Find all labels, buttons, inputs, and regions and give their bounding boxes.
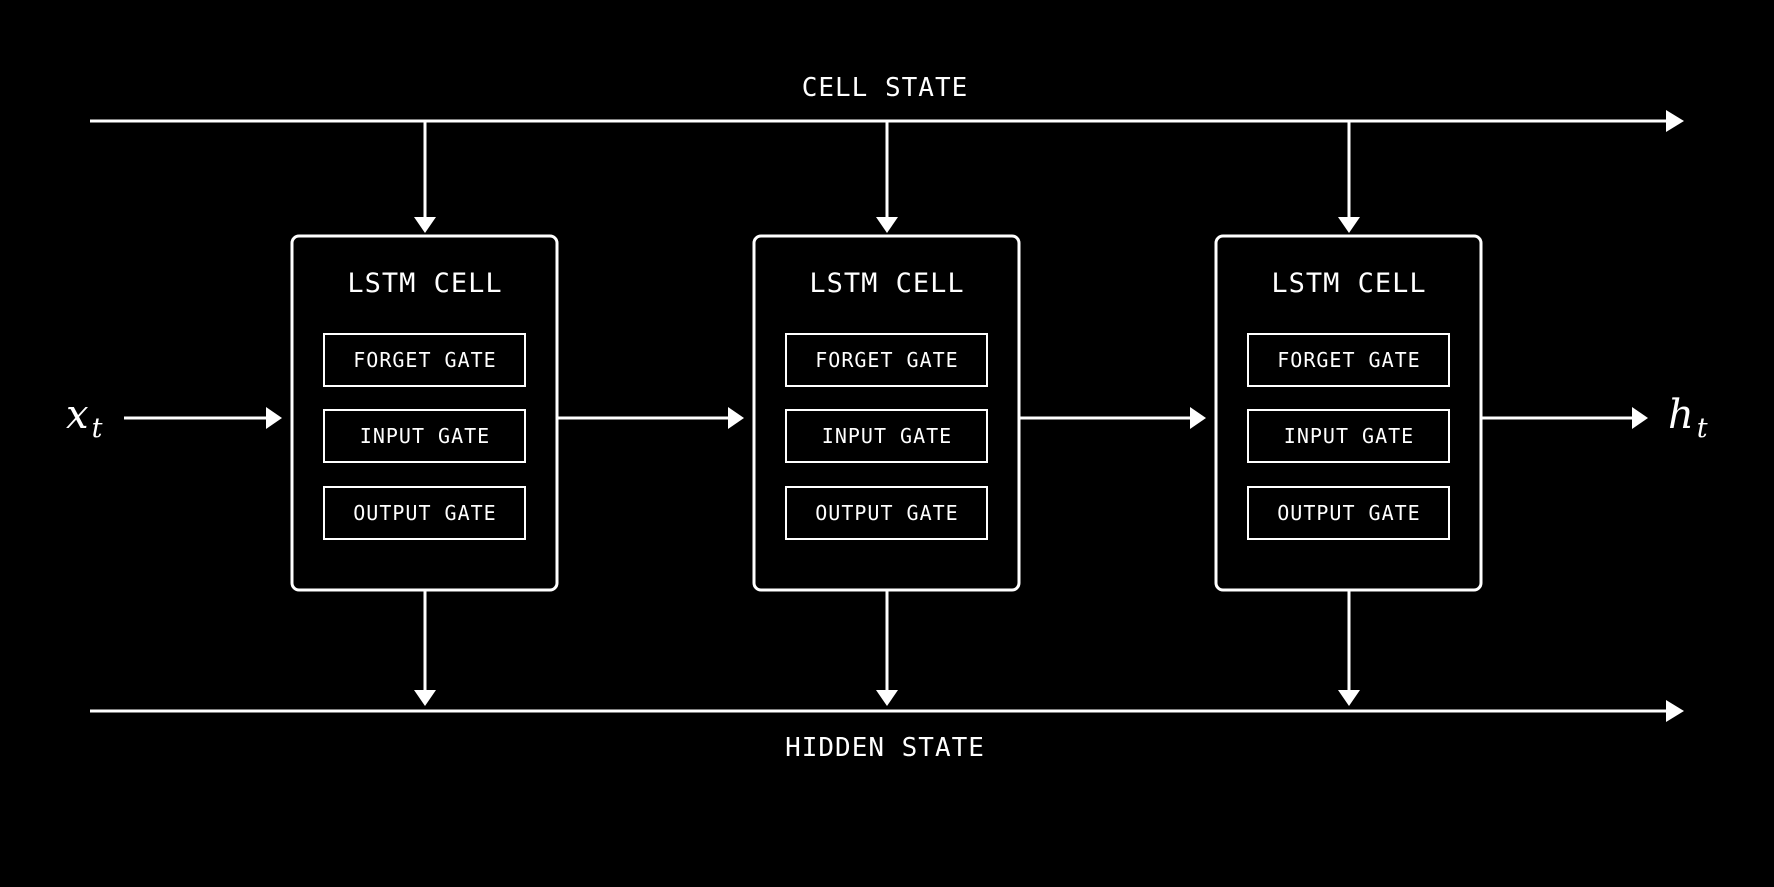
svg-text:ht: ht [1668, 392, 1708, 444]
hidden-state-label: HIDDEN STATE [785, 733, 985, 763]
input-arrow [124, 407, 282, 429]
output-arrow [1481, 407, 1648, 429]
input-gate-label: INPUT GATE [1284, 424, 1414, 448]
output-subscript: t [1697, 413, 1708, 444]
cell-state-line [90, 110, 1684, 132]
output-gate-label: OUTPUT GATE [1277, 501, 1420, 525]
lstm-cell-3: LSTM CELL FORGET GATE INPUT GATE OUTPUT … [1214, 121, 1483, 706]
cell-title: LSTM CELL [809, 268, 964, 299]
hidden-state-line [90, 700, 1684, 722]
output-gate-box [785, 486, 988, 540]
forget-gate-box [785, 333, 988, 387]
lstm-cell-1: LSTM CELL FORGET GATE INPUT GATE OUTPUT … [290, 121, 559, 706]
forget-gate-label: FORGET GATE [1277, 348, 1420, 372]
input-gate-box [323, 409, 526, 463]
output-gate-label: OUTPUT GATE [815, 501, 958, 525]
lstm-cell-2: LSTM CELL FORGET GATE INPUT GATE OUTPUT … [752, 121, 1021, 706]
forget-gate-box [1247, 333, 1450, 387]
input-gate-label: INPUT GATE [360, 424, 490, 448]
output-gate-box [323, 486, 526, 540]
input-gate-box [1247, 409, 1450, 463]
input-symbol: x [66, 392, 89, 438]
input-gate-label: INPUT GATE [822, 424, 952, 448]
output-gate-box [1247, 486, 1450, 540]
cell-1-to-cell-2-arrow [557, 407, 744, 429]
output-symbol: h [1668, 392, 1694, 438]
input-subscript: t [92, 413, 103, 444]
cell-title: LSTM CELL [1271, 268, 1426, 299]
cell-state-label: CELL STATE [802, 73, 969, 103]
svg-text:xt: xt [66, 392, 103, 444]
forget-gate-label: FORGET GATE [353, 348, 496, 372]
output-gate-label: OUTPUT GATE [353, 501, 496, 525]
forget-gate-label: FORGET GATE [815, 348, 958, 372]
cell-2-to-cell-3-arrow [1019, 407, 1206, 429]
forget-gate-box [323, 333, 526, 387]
cell-title: LSTM CELL [347, 268, 502, 299]
input-gate-box [785, 409, 988, 463]
